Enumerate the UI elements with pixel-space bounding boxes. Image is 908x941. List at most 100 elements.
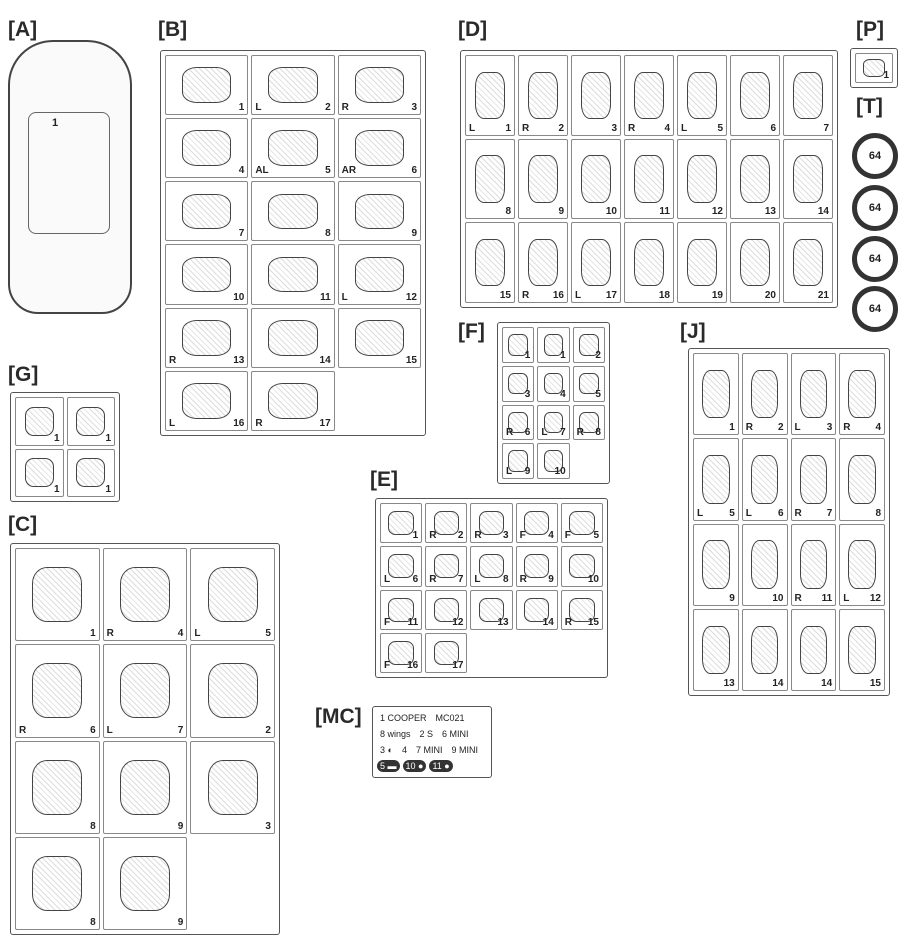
part-side-label: R — [106, 628, 114, 640]
part-side-label: R — [474, 530, 482, 542]
part-number: 2 — [558, 122, 564, 134]
part-side-label: L — [341, 291, 348, 303]
part-shape — [702, 455, 730, 504]
part-shape — [268, 383, 318, 419]
part-number: 5 — [729, 507, 735, 519]
part-number: 18 — [658, 290, 670, 301]
part-shape — [32, 855, 83, 911]
part-shape — [475, 71, 505, 120]
part-number: 7 — [560, 427, 566, 439]
part-side-label: R — [341, 102, 349, 114]
part-shape — [207, 567, 258, 623]
decal-8: 8 wings — [380, 728, 411, 739]
part-number: 1 — [52, 117, 59, 129]
part-number: 7 — [457, 573, 464, 585]
part-number: 9 — [524, 466, 531, 477]
part-shape — [76, 406, 106, 436]
decal-6: 6 MINI — [442, 728, 469, 739]
part-number: 2 — [265, 724, 271, 736]
part-d-8: 8 — [465, 138, 515, 220]
decal-code: MC021 — [435, 712, 465, 723]
part-shape — [528, 155, 558, 203]
part-number: 17 — [452, 660, 464, 671]
part-c-1: 1 — [15, 548, 100, 642]
part-number: 1 — [53, 432, 60, 444]
part-side-label: L — [541, 427, 548, 439]
part-shape — [433, 511, 459, 536]
part-number: 4 — [238, 165, 245, 177]
part-b-7: 7 — [165, 181, 249, 242]
part-shape — [848, 455, 876, 504]
part-shape — [581, 71, 611, 120]
part-d-11: 11 — [624, 138, 674, 220]
section-g-label: [G] — [8, 363, 39, 386]
part-shape — [524, 554, 550, 579]
part-j-13: 13 — [693, 608, 739, 691]
part-p-1: 1 — [855, 53, 893, 83]
part-d-7: 7 — [783, 55, 833, 136]
part-side-label: AR — [341, 165, 357, 177]
part-shape — [543, 372, 564, 395]
part-number: 12 — [452, 616, 464, 628]
part-shape — [579, 334, 599, 356]
part-shape — [478, 554, 505, 579]
part-shape — [799, 540, 828, 589]
part-c-2: 2 — [190, 644, 275, 738]
part-g-1: 1 — [15, 448, 64, 497]
part-e-14: 14 — [515, 589, 558, 630]
part-number: 15 — [869, 678, 881, 689]
section-d-label: [D] — [458, 18, 488, 41]
part-shape — [354, 130, 404, 167]
part-side-label: R — [564, 616, 573, 628]
part-c-9: 9 — [102, 740, 188, 834]
part-side-label: L — [506, 466, 513, 477]
section-a-label: [A] — [8, 18, 38, 41]
part-number: 10 — [554, 466, 566, 477]
part-shape — [120, 759, 170, 815]
part-d-14: 14 — [783, 138, 833, 220]
part-shape — [388, 554, 414, 579]
part-shape — [702, 369, 730, 419]
part-f-2: 2 — [572, 327, 605, 363]
part-number: 21 — [817, 290, 829, 301]
part-d-12: 12 — [677, 138, 727, 220]
part-number: 8 — [90, 917, 96, 928]
part-number: 6 — [770, 122, 776, 134]
part-side-label: R — [429, 530, 437, 542]
part-f-3: 3 — [502, 365, 535, 402]
part-shape — [433, 597, 459, 622]
part-number: 4 — [875, 422, 881, 434]
part-number: 15 — [499, 290, 511, 301]
part-number: 1 — [729, 422, 735, 434]
part-j-8: 8 — [839, 438, 885, 521]
part-shape — [207, 663, 258, 719]
part-g-1: 1 — [15, 397, 64, 446]
part-side-label: R — [506, 427, 514, 439]
part-number: 2 — [777, 422, 784, 434]
part-shape — [475, 155, 505, 203]
part-shape — [799, 625, 828, 675]
tire: 64 — [852, 236, 898, 282]
part-shape — [848, 625, 876, 675]
part-d-10: 10 — [571, 138, 621, 220]
part-shape — [524, 597, 550, 622]
part-shape — [182, 383, 232, 419]
part-c-3: 3 — [190, 740, 275, 834]
